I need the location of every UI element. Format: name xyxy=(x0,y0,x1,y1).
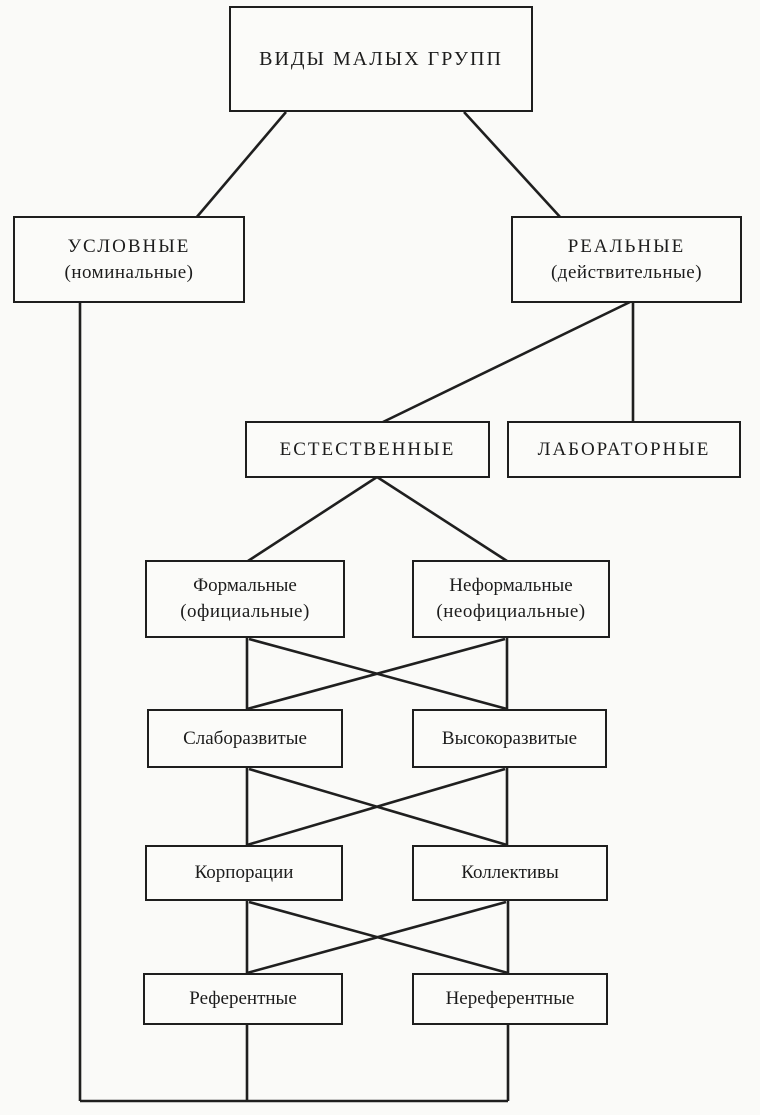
node-laboratornye: ЛАБОРАТОРНЫЕ xyxy=(507,421,741,478)
edge-estestvennye-formalnye xyxy=(247,475,378,563)
node-label: Референтные xyxy=(189,988,297,1009)
node-sublabel: (неофициальные) xyxy=(436,601,586,622)
edge-root-realnye xyxy=(463,111,562,219)
node-label: Коллективы xyxy=(461,862,559,883)
node-vidy-malyh-grupp: ВИДЫ МАЛЫХ ГРУПП xyxy=(229,6,533,112)
edge-kollektivy-referentnye xyxy=(246,900,507,975)
edge-root-uslovnye xyxy=(195,111,287,219)
node-label: Нереферентные xyxy=(445,988,575,1009)
node-label: ЛАБОРАТОРНЫЕ xyxy=(537,438,711,460)
edge-neformalnye-slaborazvitye xyxy=(246,637,506,711)
node-neformalnye: Неформальные (неофициальные) xyxy=(412,560,610,638)
node-realnye: РЕАЛЬНЫЕ (действительные) xyxy=(511,216,742,303)
edge-estestvennye-neformalnye xyxy=(376,475,508,563)
node-label: Неформальные xyxy=(449,575,573,596)
node-referentnye: Референтные xyxy=(143,973,343,1025)
node-vysokorazvitye: Высокоразвитые xyxy=(412,709,607,768)
node-label: Корпорации xyxy=(194,862,294,883)
node-sublabel: (официальные) xyxy=(180,601,310,622)
node-nereferentnye: Нереферентные xyxy=(412,973,608,1025)
node-label: Слаборазвитые xyxy=(183,727,307,749)
node-label: УСЛОВНЫЕ xyxy=(67,235,191,257)
node-label: ВИДЫ МАЛЫХ ГРУПП xyxy=(259,48,503,70)
node-korporacii: Корпорации xyxy=(145,845,343,901)
node-label: ЕСТЕСТВЕННЫЕ xyxy=(279,438,456,460)
edge-realnye-estestvennye xyxy=(382,300,631,424)
node-slaborazvitye: Слаборазвитые xyxy=(147,709,343,768)
node-sublabel: (действительные) xyxy=(550,261,703,283)
node-sublabel: (номинальные) xyxy=(64,261,194,283)
node-label: РЕАЛЬНЫЕ xyxy=(567,235,686,257)
node-kollektivy: Коллективы xyxy=(412,845,608,901)
node-formalnye: Формальные (официальные) xyxy=(145,560,345,638)
node-label: Высокоразвитые xyxy=(441,727,578,749)
node-label: Формальные xyxy=(193,575,297,596)
node-uslovnye: УСЛОВНЫЕ (номинальные) xyxy=(13,216,245,303)
node-estestvennye: ЕСТЕСТВЕННЫЕ xyxy=(245,421,490,478)
edge-vysokorazvitye-korporacii xyxy=(246,767,506,847)
